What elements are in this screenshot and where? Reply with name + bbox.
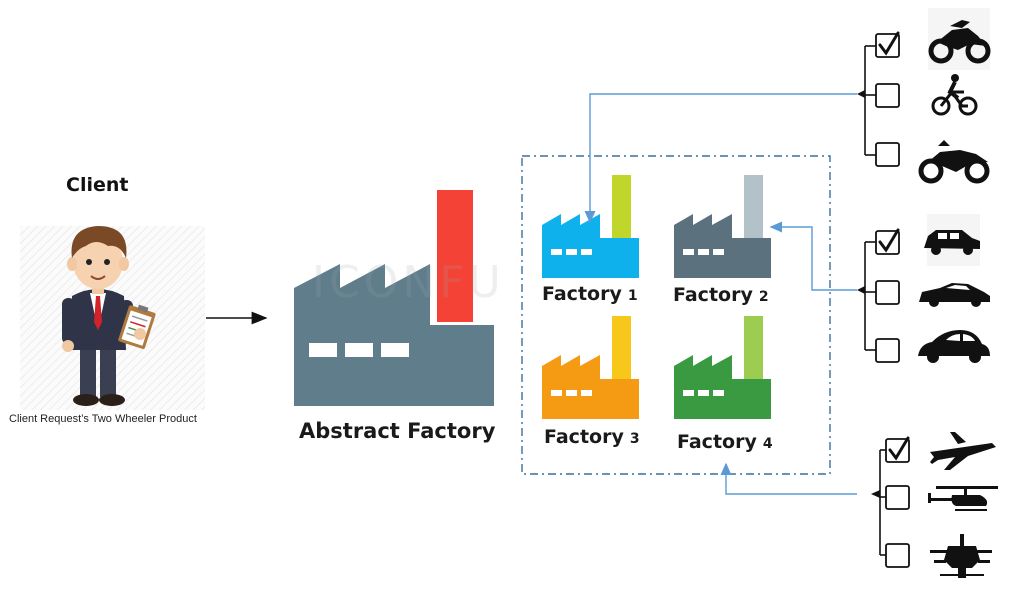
- watermark: ICONFU: [312, 257, 505, 308]
- abstract-factory-label: Abstract Factory: [299, 419, 496, 443]
- client-caption: Client Request’s Two Wheeler Product: [9, 413, 197, 425]
- factory-name: Factory: [542, 283, 622, 305]
- factory-4-label: Factory 4: [677, 431, 773, 453]
- factory-3-label: Factory 3: [544, 426, 640, 448]
- factory-name: Factory: [677, 431, 757, 453]
- concrete-factories-container: [521, 155, 831, 475]
- factory-3-icon: [542, 316, 639, 419]
- bracket-two-wheelers: [857, 45, 876, 156]
- checkbox-cruiser-motorcycle[interactable]: [875, 142, 900, 167]
- bracket-cars: [857, 241, 876, 351]
- sport-motorcycle-icon: [928, 8, 991, 70]
- checkbox-bicycle[interactable]: [875, 83, 900, 108]
- cruiser-motorcycle-icon: [918, 140, 990, 184]
- abstract-factory-icon: [294, 190, 494, 406]
- factory-number: 3: [629, 431, 640, 447]
- checkbox-helicopter[interactable]: [885, 485, 910, 510]
- check-mark-icon: [878, 31, 900, 56]
- check-mark-icon: [888, 436, 910, 461]
- client-title: Client: [66, 174, 129, 196]
- factory-number: 2: [758, 289, 769, 305]
- check-mark-icon: [878, 228, 900, 253]
- factory-name: Factory: [544, 426, 624, 448]
- factory-name: Factory: [673, 284, 753, 306]
- bracket-aircraft: [871, 449, 886, 556]
- helicopter-icon: [928, 486, 998, 511]
- checkbox-attack-helicopter[interactable]: [885, 543, 910, 568]
- factory-2-icon: [674, 175, 771, 278]
- factory-1-label: Factory 1: [542, 283, 638, 305]
- jet-plane-icon: [930, 432, 996, 470]
- attack-helicopter-icon: [930, 534, 992, 578]
- beetle-car-icon: [918, 330, 990, 363]
- factory-1-icon: [542, 175, 639, 278]
- connector-cars-to-factory-2: [769, 221, 857, 291]
- suv-icon: [924, 214, 980, 266]
- bicycle-icon: [931, 74, 978, 116]
- client-figure: [20, 226, 205, 410]
- connector-two-wheelers-to-factory-1: [584, 93, 857, 224]
- sports-car-icon: [919, 283, 990, 307]
- factory-number: 1: [627, 288, 638, 304]
- factory-2-label: Factory 2: [673, 284, 769, 306]
- factory-4-icon: [674, 316, 771, 419]
- connector-aircraft-to-factory-4: [720, 462, 857, 495]
- checkbox-sports-car[interactable]: [875, 280, 900, 305]
- factory-number: 4: [762, 436, 773, 452]
- checkbox-beetle-car[interactable]: [875, 338, 900, 363]
